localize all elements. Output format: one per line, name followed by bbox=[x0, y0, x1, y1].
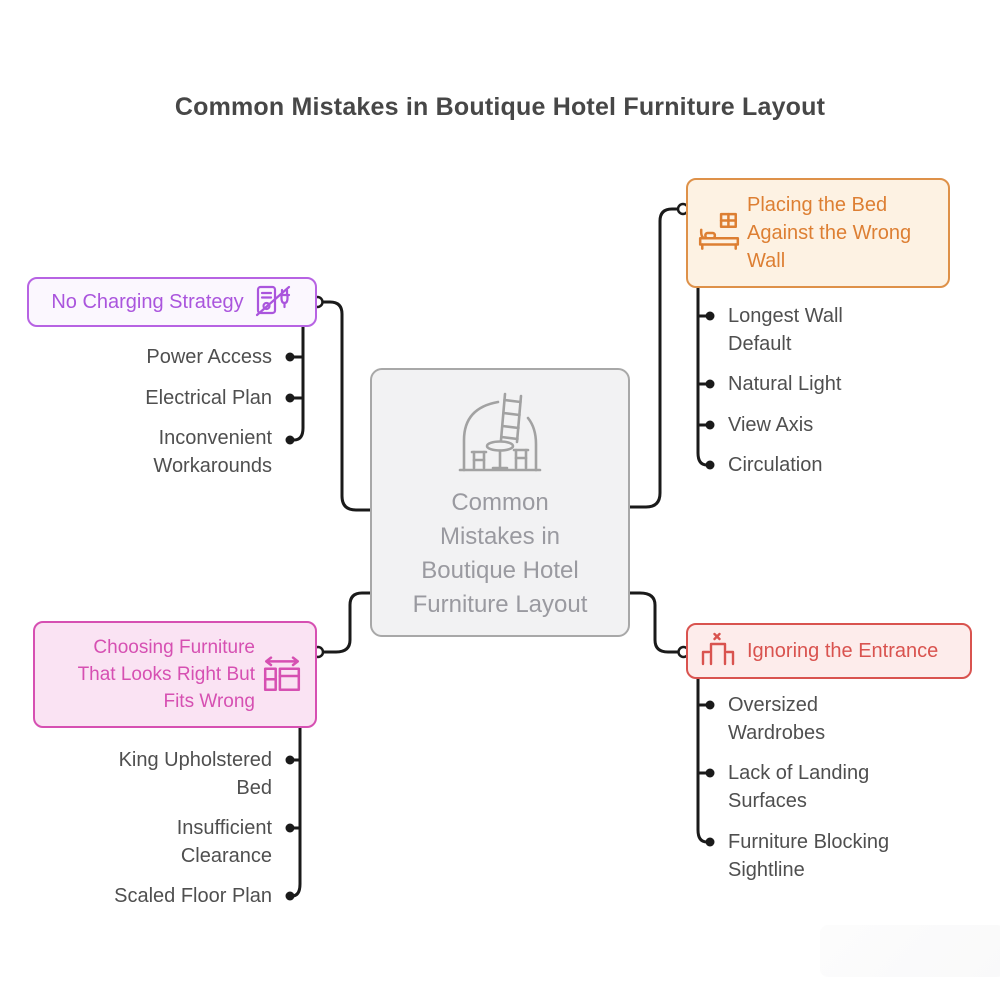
furniture-scale-icon bbox=[263, 655, 301, 691]
branch-label: No Charging Strategy bbox=[51, 290, 244, 313]
branch-label: Choosing Furniture That Looks Right But … bbox=[77, 637, 255, 712]
sub-item-insufficient-clearance[interactable]: Insufficient Clearance bbox=[176, 817, 272, 867]
page-title: Common Mistakes in Boutique Hotel Furnit… bbox=[174, 93, 826, 121]
entrance-door-icon bbox=[701, 632, 735, 666]
central-topic-label: Common Mistakes in Boutique Hotel Furnit… bbox=[412, 489, 588, 618]
sub-item-oversized-wardrobes[interactable]: Oversized Wardrobes bbox=[728, 694, 826, 744]
sub-item-view-axis[interactable]: View Axis bbox=[728, 414, 814, 436]
branch-label: Placing the Bed Against the Wrong Wall bbox=[747, 194, 912, 272]
branch-node-no-charging-strategy[interactable]: No Charging Strategy bbox=[27, 277, 317, 327]
sub-item-inconvenient-workarounds[interactable]: Inconvenient Workarounds bbox=[153, 427, 272, 477]
sub-item-lack-of-landing-surfaces[interactable]: Lack of Landing Surfaces bbox=[728, 762, 870, 812]
sub-item-furniture-blocking-sightline[interactable]: Furniture Blocking Sightline bbox=[728, 831, 890, 881]
attic-furniture-icon bbox=[458, 392, 542, 472]
branch-node-bed-wrong-wall[interactable]: Placing the Bed Against the Wrong Wall bbox=[686, 178, 950, 288]
sub-item-natural-light[interactable]: Natural Light bbox=[728, 373, 842, 395]
sub-item-king-upholstered-bed[interactable]: King Upholstered Bed bbox=[118, 749, 272, 799]
central-topic-node[interactable]: Common Mistakes in Boutique Hotel Furnit… bbox=[370, 368, 630, 637]
sub-item-scaled-floor-plan[interactable]: Scaled Floor Plan bbox=[114, 885, 272, 907]
branch-label: Ignoring the Entrance bbox=[747, 639, 939, 662]
sub-item-circulation[interactable]: Circulation bbox=[728, 454, 823, 476]
sub-item-power-access[interactable]: Power Access bbox=[146, 346, 272, 368]
sub-item-electrical-plan[interactable]: Electrical Plan bbox=[145, 387, 272, 409]
no-charging-icon bbox=[255, 285, 290, 317]
watermark-remnant bbox=[820, 925, 1000, 977]
branch-node-furniture-fits-wrong[interactable]: Choosing Furniture That Looks Right But … bbox=[33, 621, 317, 728]
bed-window-icon bbox=[698, 212, 740, 250]
sub-item-longest-wall-default[interactable]: Longest Wall Default bbox=[728, 305, 843, 355]
branch-node-ignoring-entrance[interactable]: Ignoring the Entrance bbox=[686, 623, 972, 679]
